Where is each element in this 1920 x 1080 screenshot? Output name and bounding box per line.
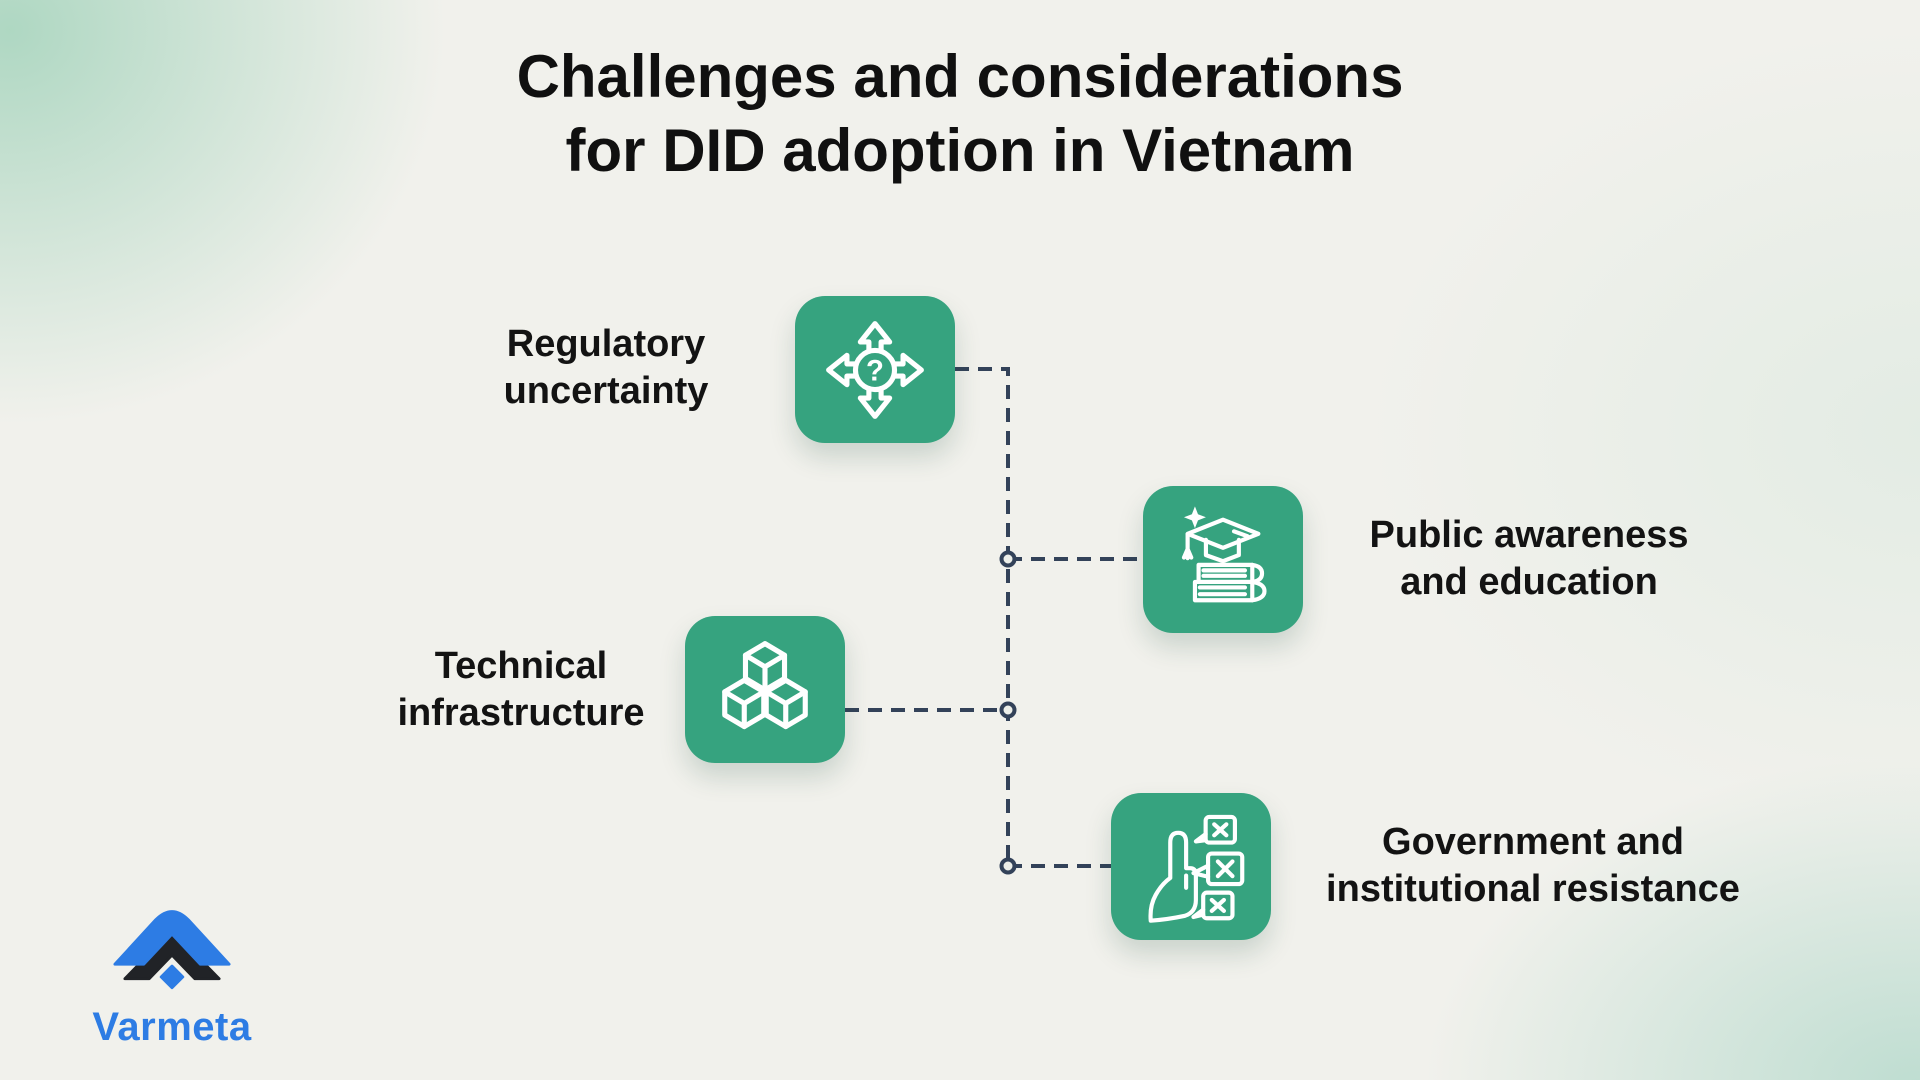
varmeta-logo-mark-icon <box>113 910 231 990</box>
question-mark-glyph: ? <box>866 354 884 387</box>
label-line: infrastructure <box>397 692 645 734</box>
label-line: Technical <box>434 645 608 687</box>
label-public-awareness: Public awareness and education <box>1259 512 1799 606</box>
label-line: institutional resistance <box>1326 868 1740 910</box>
connector-node-dot <box>999 701 1017 719</box>
graduation-cap-books-icon <box>1181 505 1267 602</box>
stacked-cubes-icon <box>722 640 808 729</box>
label-regulatory-uncertainty: Regulatory uncertainty <box>336 321 876 415</box>
page-title-line-1: Challenges and considerations <box>516 43 1404 110</box>
icon-box-technical-infrastructure <box>685 616 845 763</box>
connector-trunk <box>955 367 1010 866</box>
label-line: and education <box>1400 561 1658 603</box>
icon-box-government-resistance <box>1111 793 1271 940</box>
label-line: Regulatory <box>506 323 706 365</box>
label-government-resistance: Government and institutional resistance <box>1263 819 1803 913</box>
connector-node-dot <box>999 857 1017 875</box>
icon-box-public-awareness <box>1143 486 1303 633</box>
direction-question-icon: ? <box>826 320 924 419</box>
page-title-line-2: for DID adoption in Vietnam <box>565 117 1355 184</box>
icon-box-regulatory-uncertainty: ? <box>795 296 955 443</box>
varmeta-logo: Varmeta <box>86 906 258 1050</box>
page-title: Challenges and considerations for DID ad… <box>0 40 1920 188</box>
label-line: uncertainty <box>503 370 709 412</box>
varmeta-logo-text: Varmeta <box>92 1005 252 1049</box>
label-line: Public awareness <box>1369 514 1689 556</box>
connector-node-dot <box>999 550 1017 568</box>
hand-stop-rejected-messages-icon <box>1148 814 1245 923</box>
label-line: Government and <box>1382 821 1684 863</box>
label-technical-infrastructure: Technical infrastructure <box>251 643 791 737</box>
